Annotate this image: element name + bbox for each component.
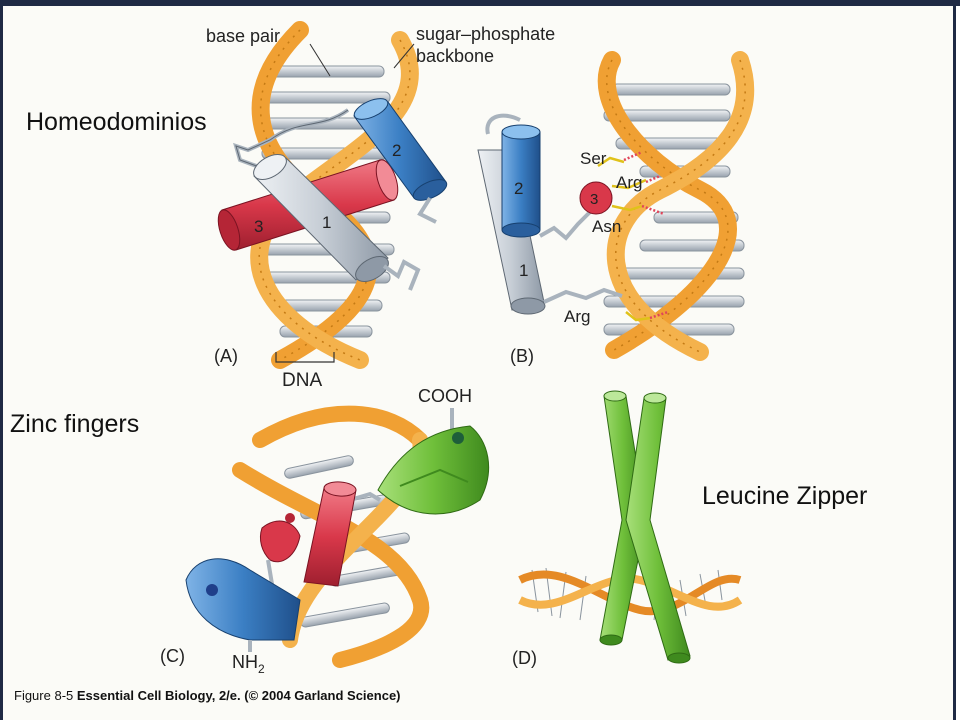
- panel-a-annotations: base pair sugar–phosphate backbone (A) D…: [206, 24, 555, 391]
- top-border: [0, 0, 960, 6]
- figure-caption: Figure 8-5 Essential Cell Biology, 2/e. …: [14, 688, 401, 703]
- panel-b-helix-2-label: 2: [514, 179, 523, 198]
- nh2-label: NH2: [232, 652, 265, 676]
- caption-figure-number: Figure 8-5: [14, 688, 74, 703]
- side-chains: [597, 150, 669, 322]
- panel-c-red-helix: [303, 481, 357, 587]
- panel-c-red-sheet: [259, 513, 301, 563]
- panel-b-helix-2: [501, 124, 541, 238]
- arg-label: Arg: [616, 173, 642, 192]
- panel-a-helix-2: [353, 98, 448, 201]
- panel-c-label: (C): [160, 646, 185, 666]
- panel-a-helix-1: [253, 154, 389, 282]
- panel-d-label: (D): [512, 648, 537, 668]
- panel-c-green-finger: [377, 425, 490, 515]
- backbone-label-line1: sugar–phosphate: [416, 24, 555, 44]
- leucine-zipper-helix-2: [625, 392, 691, 664]
- caption-title: Essential Cell Biology, 2/e. (© 2004 Gar…: [76, 688, 401, 703]
- panel-c-blue-finger: [185, 558, 301, 641]
- panel-b-protein: 3 2 1 Ser Arg Asn Arg (B): [477, 113, 669, 366]
- panel-b-dna: [597, 51, 755, 361]
- backbone-label-line2: backbone: [416, 46, 494, 66]
- homeodomain-label: Homeodominios: [26, 108, 207, 136]
- panel-b-label: (B): [510, 346, 534, 366]
- panel-a-helix-2-label: 2: [392, 141, 401, 160]
- arg-label-2: Arg: [564, 307, 590, 326]
- base-pair-label: base pair: [206, 26, 280, 46]
- panel-b-helix-3: [579, 181, 613, 215]
- panel-a-label: (A): [214, 346, 238, 366]
- zinc-fingers-label: Zinc fingers: [10, 410, 140, 438]
- panel-b-helix-3-label: 3: [590, 191, 598, 208]
- panel-d-dna: [518, 567, 743, 621]
- panel-a-protein: 3 2 1: [217, 98, 448, 291]
- ser-label: Ser: [580, 149, 607, 168]
- panel-b-helix-1-label: 1: [519, 261, 528, 280]
- panel-c-protein: COOH NH2 (C): [160, 386, 490, 676]
- panel-a-helix-1-label: 1: [322, 213, 331, 232]
- leucine-zipper-label: Leucine Zipper: [702, 482, 868, 510]
- leucine-zipper-helix-1: [599, 390, 647, 646]
- cooh-label: COOH: [418, 386, 472, 406]
- slide-frame: [0, 6, 956, 720]
- asn-label: Asn: [592, 217, 621, 236]
- panel-d-protein: (D): [512, 390, 691, 668]
- panel-a-helix-3-label: 3: [254, 217, 263, 236]
- panel-c-dna: [232, 405, 430, 668]
- dna-label: DNA: [282, 370, 322, 391]
